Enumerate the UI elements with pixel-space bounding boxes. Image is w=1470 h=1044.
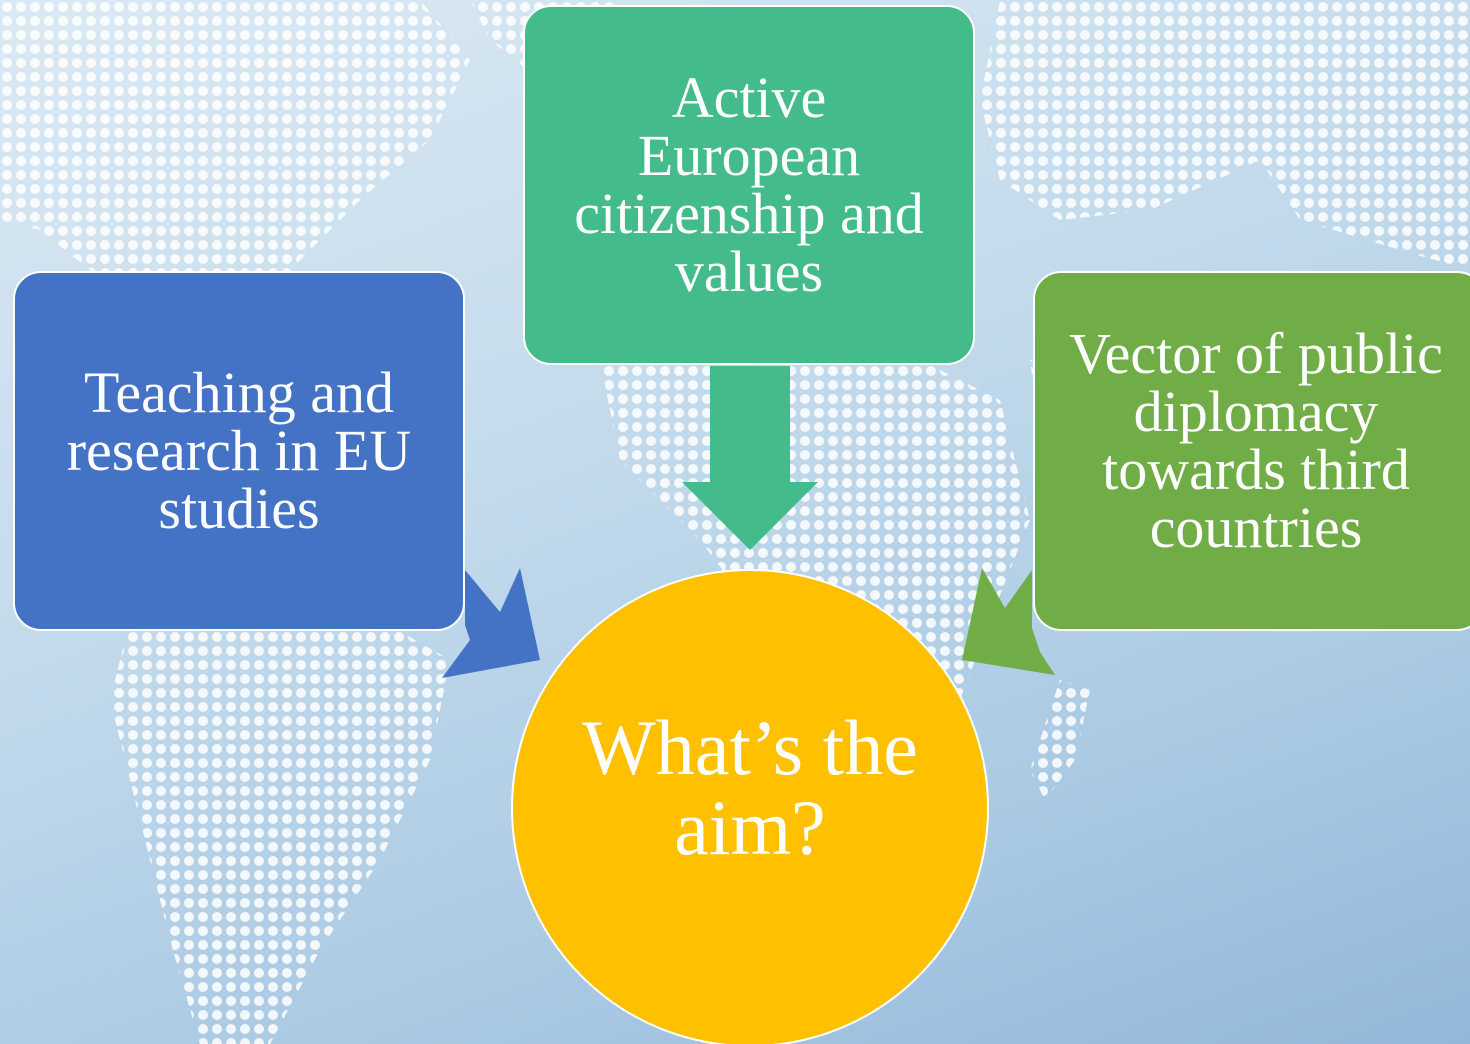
node-active-citizenship: Active European citizenship and values [523,5,975,365]
center-circle-aim: What’s the aim? [511,569,989,1044]
node-teaching-research-label: Teaching and research in EU studies [66,360,412,541]
center-circle-label: What’s the aim? [582,703,918,871]
node-active-citizenship-label: Active European citizenship and values [574,65,924,304]
node-public-diplomacy-label: Vector of public diplomacy towards third… [1069,321,1443,560]
node-teaching-research: Teaching and research in EU studies [13,271,465,631]
node-public-diplomacy: Vector of public diplomacy towards third… [1033,271,1470,631]
